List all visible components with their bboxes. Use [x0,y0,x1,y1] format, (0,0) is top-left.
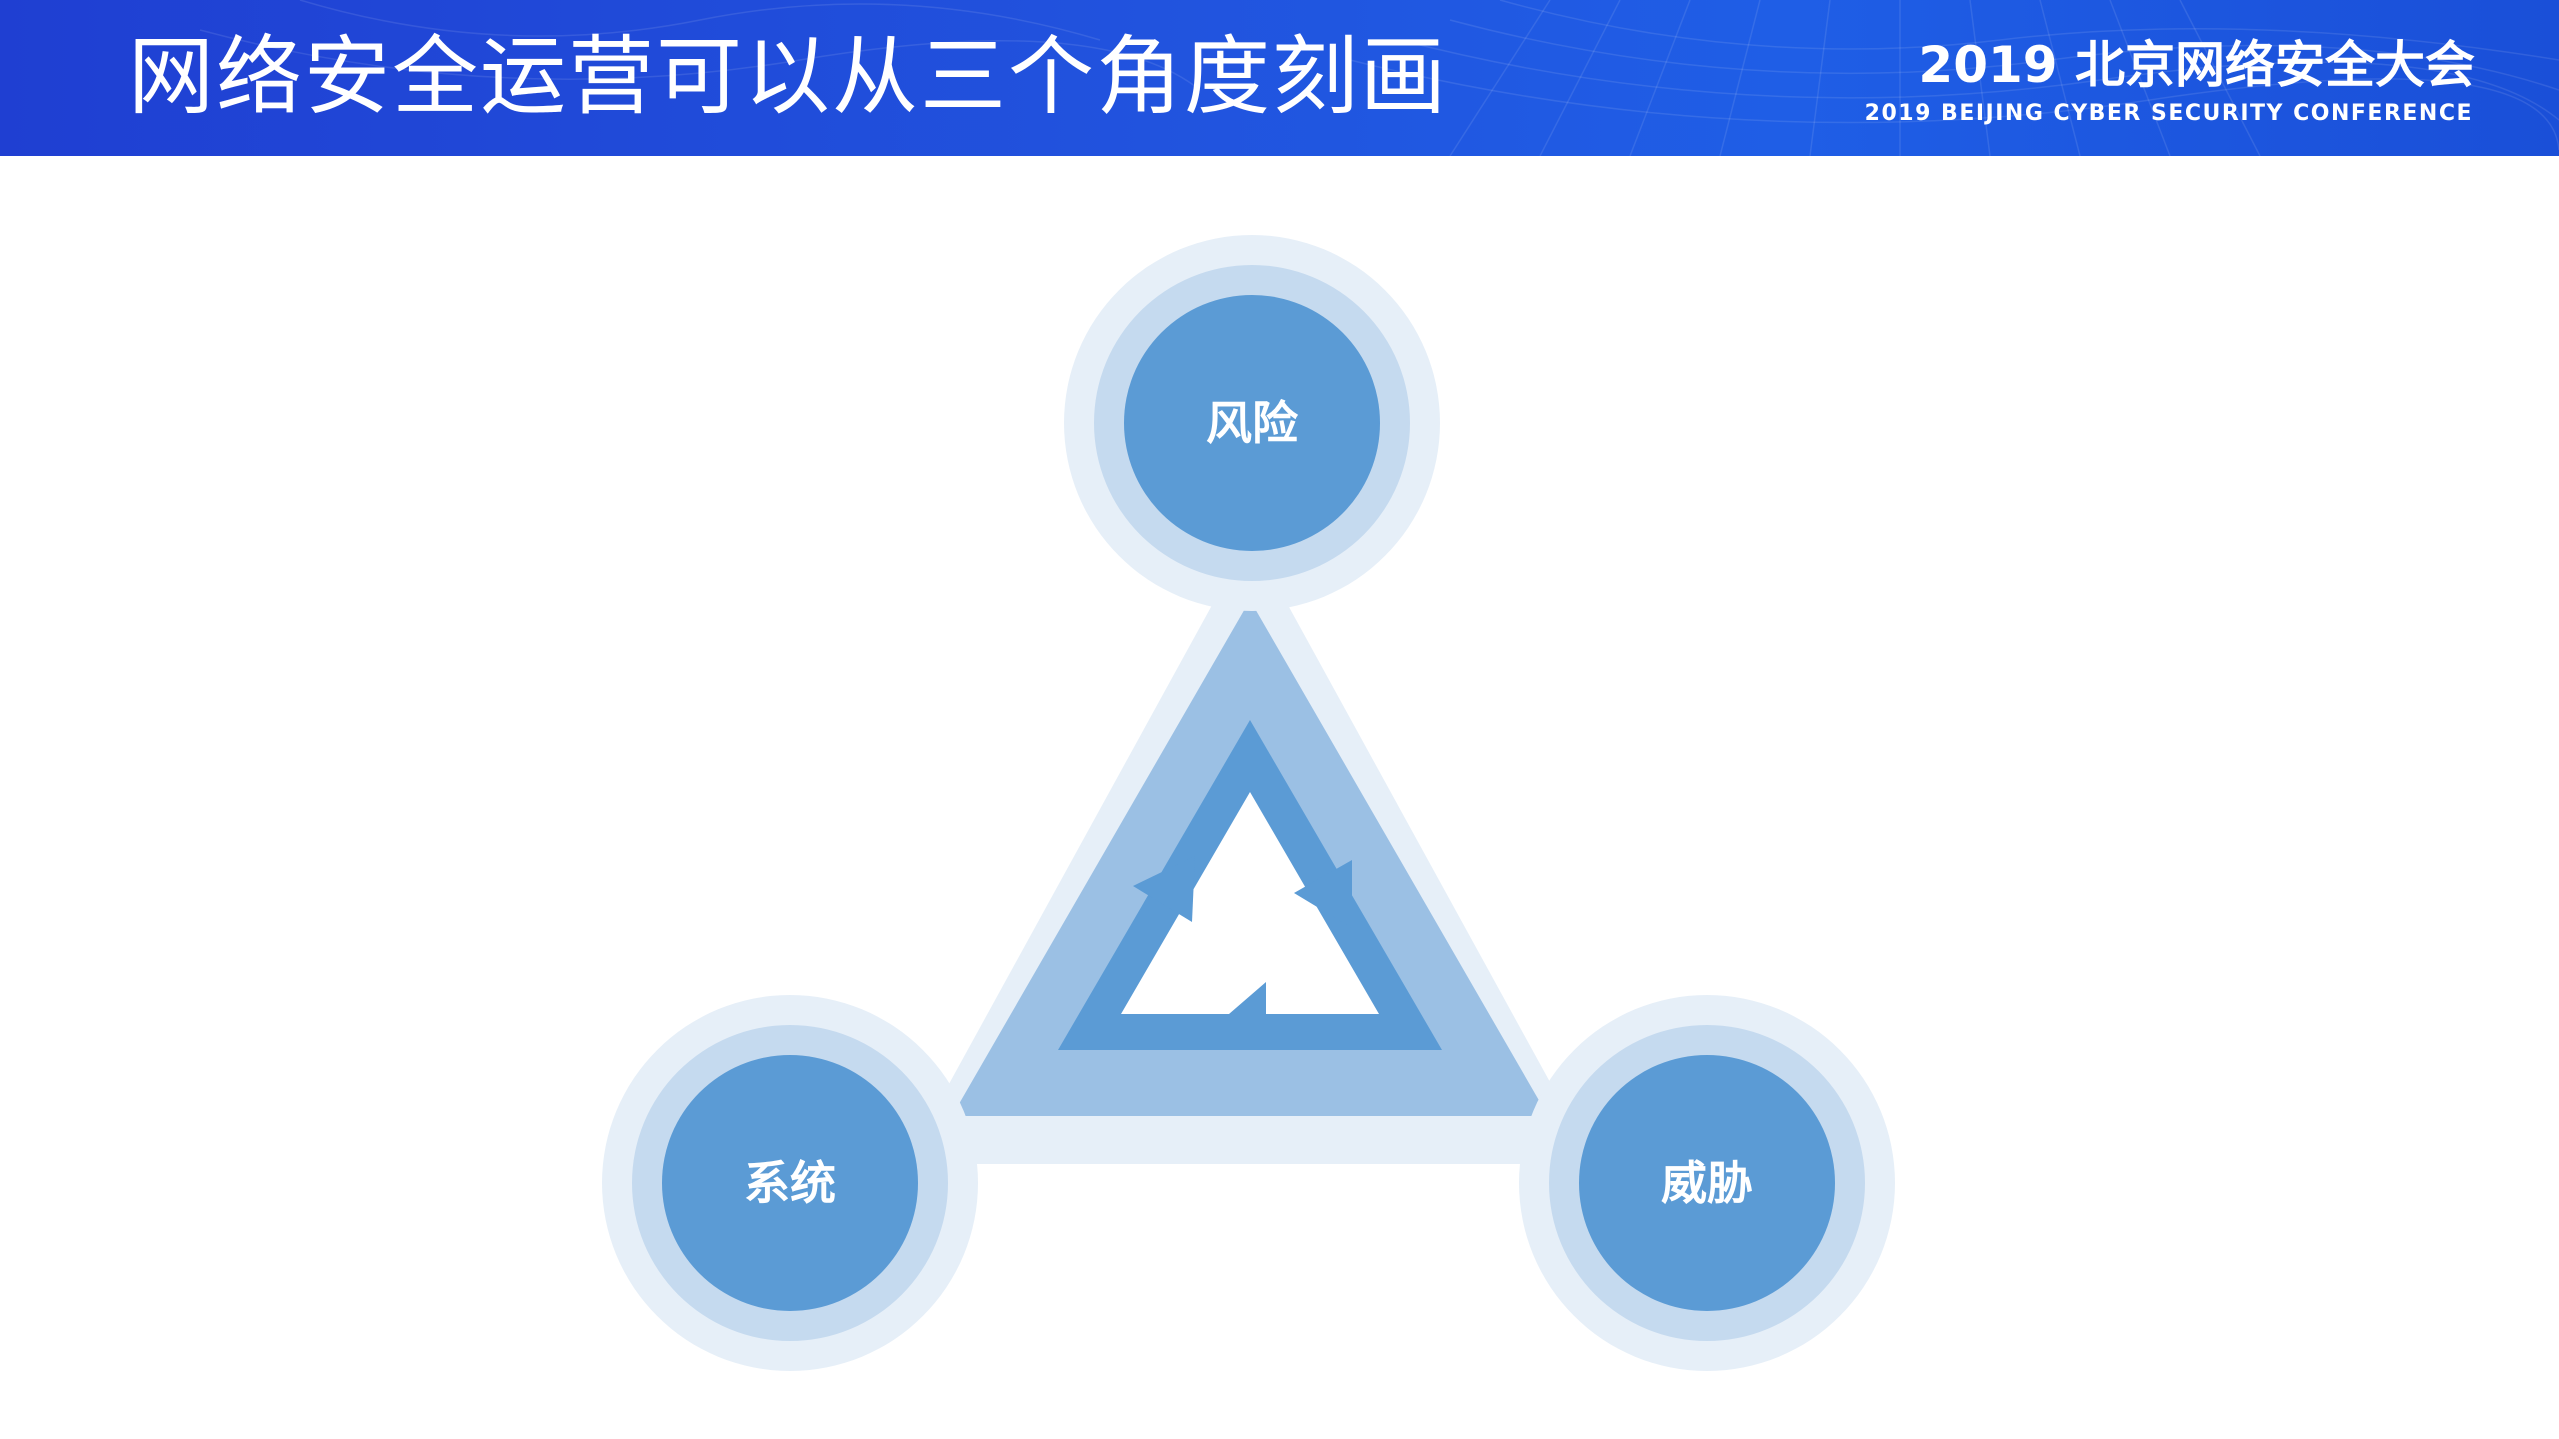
conference-subtitle: 2019 BEIJING CYBER SECURITY CONFERENCE [1864,101,2473,126]
cycle-arrow-left-icon [1133,856,1195,922]
triangle-center-hole [1121,792,1379,1014]
node-label-system: 系统 [744,1156,836,1210]
three-perspectives-diagram [602,235,1895,1371]
page-title: 网络安全运营可以从三个角度刻画 [128,27,1448,127]
wave-mesh-pattern [199,0,2559,156]
conference-name: 2019 北京网络安全大会 [1918,36,2475,94]
node-threat-circle [1519,995,1895,1371]
header-banner: 网络安全运营可以从三个角度刻画 2019 北京网络安全大会 2019 BEIJI… [0,0,2559,156]
node-system-circle [602,995,978,1371]
node-label-threat: 威胁 [1661,1156,1753,1210]
cycle-arrow-right-icon [1294,860,1352,928]
node-risk-circle [1064,235,1440,611]
cycle-arrow-bottom-icon [1229,982,1266,1046]
node-label-risk: 风险 [1206,396,1298,450]
